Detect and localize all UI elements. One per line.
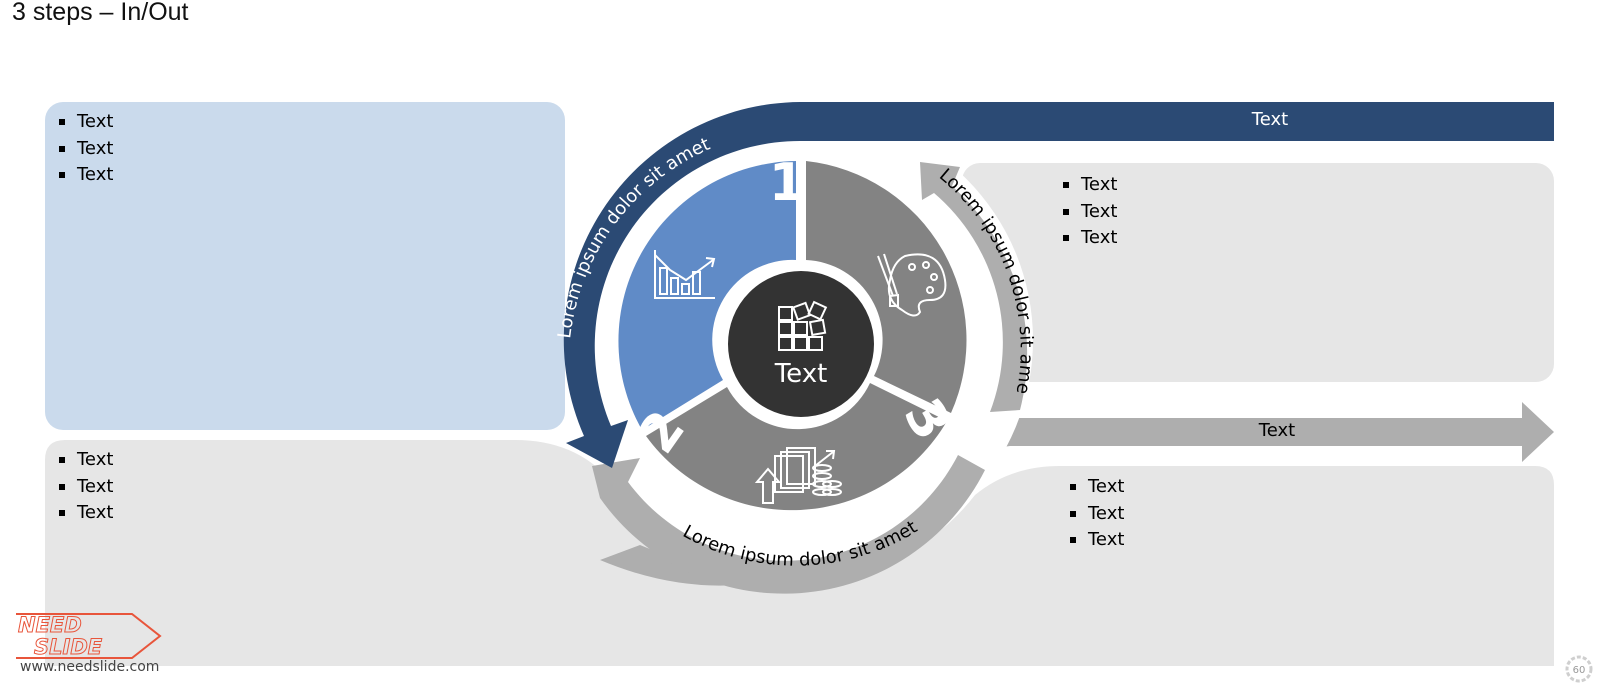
list-item: Text (58, 109, 113, 136)
grid-blocks-icon (778, 300, 828, 351)
segment-3 (806, 161, 967, 413)
list-item: Text (1062, 199, 1117, 226)
panel-top-right (962, 163, 1554, 382)
right-arc (920, 162, 1028, 412)
top-bar (800, 102, 1554, 141)
list-item: Text (1069, 474, 1124, 501)
segment-1-number: 1 (769, 153, 805, 213)
slide-title: 3 steps – In/Out (12, 0, 189, 26)
palette-brush-icon (877, 253, 947, 317)
page-number-badge: 60 (1565, 655, 1593, 683)
left-arc (563, 102, 800, 468)
list-item: Text (1062, 225, 1117, 252)
panel-top-left-list: Text Text Text (58, 109, 113, 189)
panel-bottom-left-list: Text Text Text (58, 447, 113, 527)
list-item: Text (58, 474, 113, 501)
center-circle (722, 265, 880, 423)
svg-text:NEED: NEED (18, 613, 82, 637)
list-item: Text (1069, 501, 1124, 528)
center-label: Text (774, 359, 828, 389)
svg-text:SLIDE: SLIDE (34, 635, 103, 659)
list-item: Text (58, 162, 113, 189)
segment-1 (618, 161, 796, 430)
logo-url: www.needslide.com (20, 659, 160, 675)
panel-bottom-left (45, 440, 1554, 666)
svg-text:60: 60 (1573, 665, 1586, 676)
list-item: Text (1062, 172, 1117, 199)
segment-2 (646, 383, 947, 511)
list-item: Text (1069, 527, 1124, 554)
documents-coins-icon (754, 447, 842, 504)
needslide-logo: NEED SLIDE (16, 613, 162, 660)
panel-top-left (45, 102, 565, 430)
list-item: Text (58, 447, 113, 474)
bottom-arc (592, 455, 985, 594)
panel-top-right-list: Text Text Text (1062, 172, 1117, 252)
list-item: Text (58, 500, 113, 527)
right-arrow-label: Text (1258, 420, 1296, 441)
bar-chart-growth-icon (654, 250, 716, 299)
top-bar-label: Text (1251, 109, 1289, 130)
panel-bottom-right-list: Text Text Text (1069, 474, 1124, 554)
list-item: Text (58, 136, 113, 163)
